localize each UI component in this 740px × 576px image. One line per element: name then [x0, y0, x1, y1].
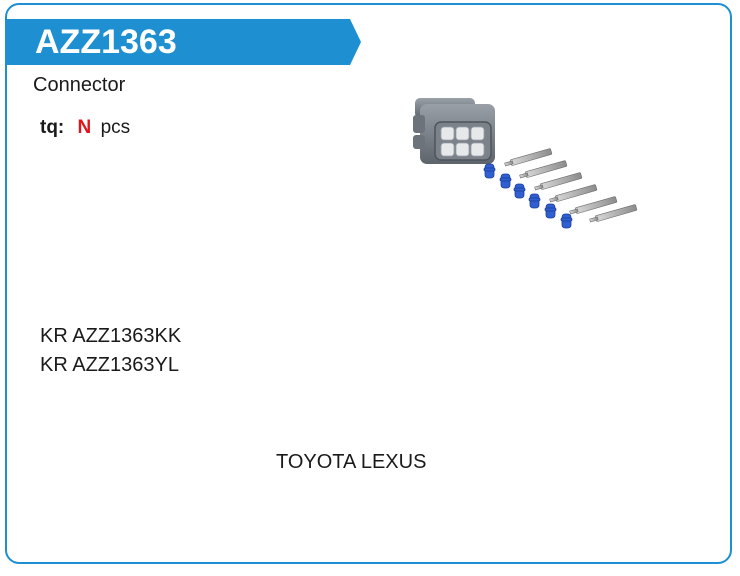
- quantity-line: tq: N pcs: [40, 117, 130, 139]
- connector-kit-image: [413, 98, 638, 229]
- part-description: Connector: [33, 74, 126, 96]
- quantity-unit: pcs: [100, 117, 131, 138]
- vehicle-application: TOYOTA LEXUS: [276, 451, 427, 473]
- connector-housing: [413, 98, 495, 164]
- kit-codes: KR AZZ1363KK KR AZZ1363YL: [40, 322, 181, 380]
- quantity-label: tq:: [40, 117, 65, 138]
- part-number: AZZ1363: [35, 23, 177, 61]
- part-number-banner: AZZ1363: [5, 19, 361, 65]
- terminals: [504, 148, 638, 223]
- quantity-value: N: [77, 117, 92, 138]
- wire-seals: [483, 163, 573, 229]
- kit-code: KR AZZ1363YL: [40, 354, 179, 376]
- product-card: [5, 3, 732, 564]
- kit-code: KR AZZ1363KK: [40, 325, 182, 347]
